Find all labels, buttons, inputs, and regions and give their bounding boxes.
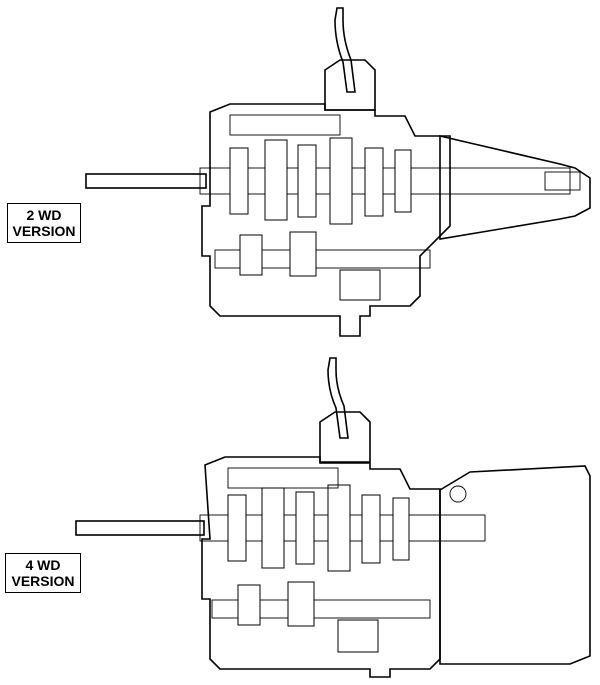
case-2wd: [201, 103, 451, 337]
case-4wd: [201, 456, 441, 678]
label-2wd-version: 2 WD VERSION: [7, 203, 81, 243]
label-4wd-line2: VERSION: [11, 573, 75, 589]
shift-tower-4wd: [319, 411, 371, 463]
label-4wd-version: 4 WD VERSION: [5, 553, 81, 593]
shift-tower-2wd: [324, 59, 376, 111]
input-shaft-4wd: [75, 520, 205, 536]
adapter-housing-4wd: [439, 465, 591, 665]
input-shaft-2wd: [85, 173, 207, 189]
transmission-4wd: [75, 357, 591, 678]
label-2wd-line2: VERSION: [12, 223, 76, 239]
shift-lever-4wd: [327, 357, 349, 439]
shift-lever-2wd: [334, 7, 356, 93]
tail-housing-2wd: [439, 134, 591, 240]
transmission-2wd: [85, 7, 591, 337]
label-2wd-line1: 2 WD: [26, 207, 62, 223]
label-4wd-line1: 4 WD: [25, 557, 61, 573]
